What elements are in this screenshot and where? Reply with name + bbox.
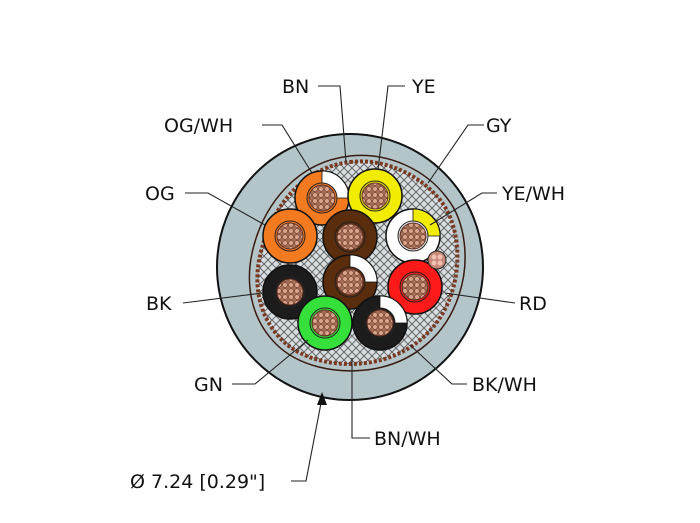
braid-outline — [248, 154, 466, 372]
drain-wire — [427, 250, 447, 270]
label-bn-wh: BN/WH — [374, 428, 441, 450]
conductor-bn-wh — [322, 254, 378, 310]
label-gn: GN — [194, 374, 223, 396]
conductor-group — [262, 168, 443, 351]
conductor-og — [262, 208, 318, 264]
conductor-ye-wh — [385, 208, 441, 264]
conductor-rd — [387, 259, 443, 315]
leader-lines — [182, 85, 516, 482]
conductor-ye — [347, 168, 403, 224]
conductor-bk-wh — [352, 295, 408, 351]
label-bk: BK — [146, 293, 172, 315]
label-bk-wh: BK/WH — [472, 374, 537, 396]
conductor-gn — [297, 295, 353, 351]
label-og-wh: OG/WH — [164, 115, 233, 137]
label-diameter: Ø 7.24 [0.29"] — [130, 471, 265, 493]
label-ye-wh: YE/WH — [501, 183, 565, 205]
label-og: OG — [145, 183, 175, 205]
label-bn: BN — [282, 76, 309, 98]
label-rd: RD — [519, 293, 547, 315]
label-ye: YE — [411, 76, 436, 98]
label-gy: GY — [486, 115, 512, 137]
